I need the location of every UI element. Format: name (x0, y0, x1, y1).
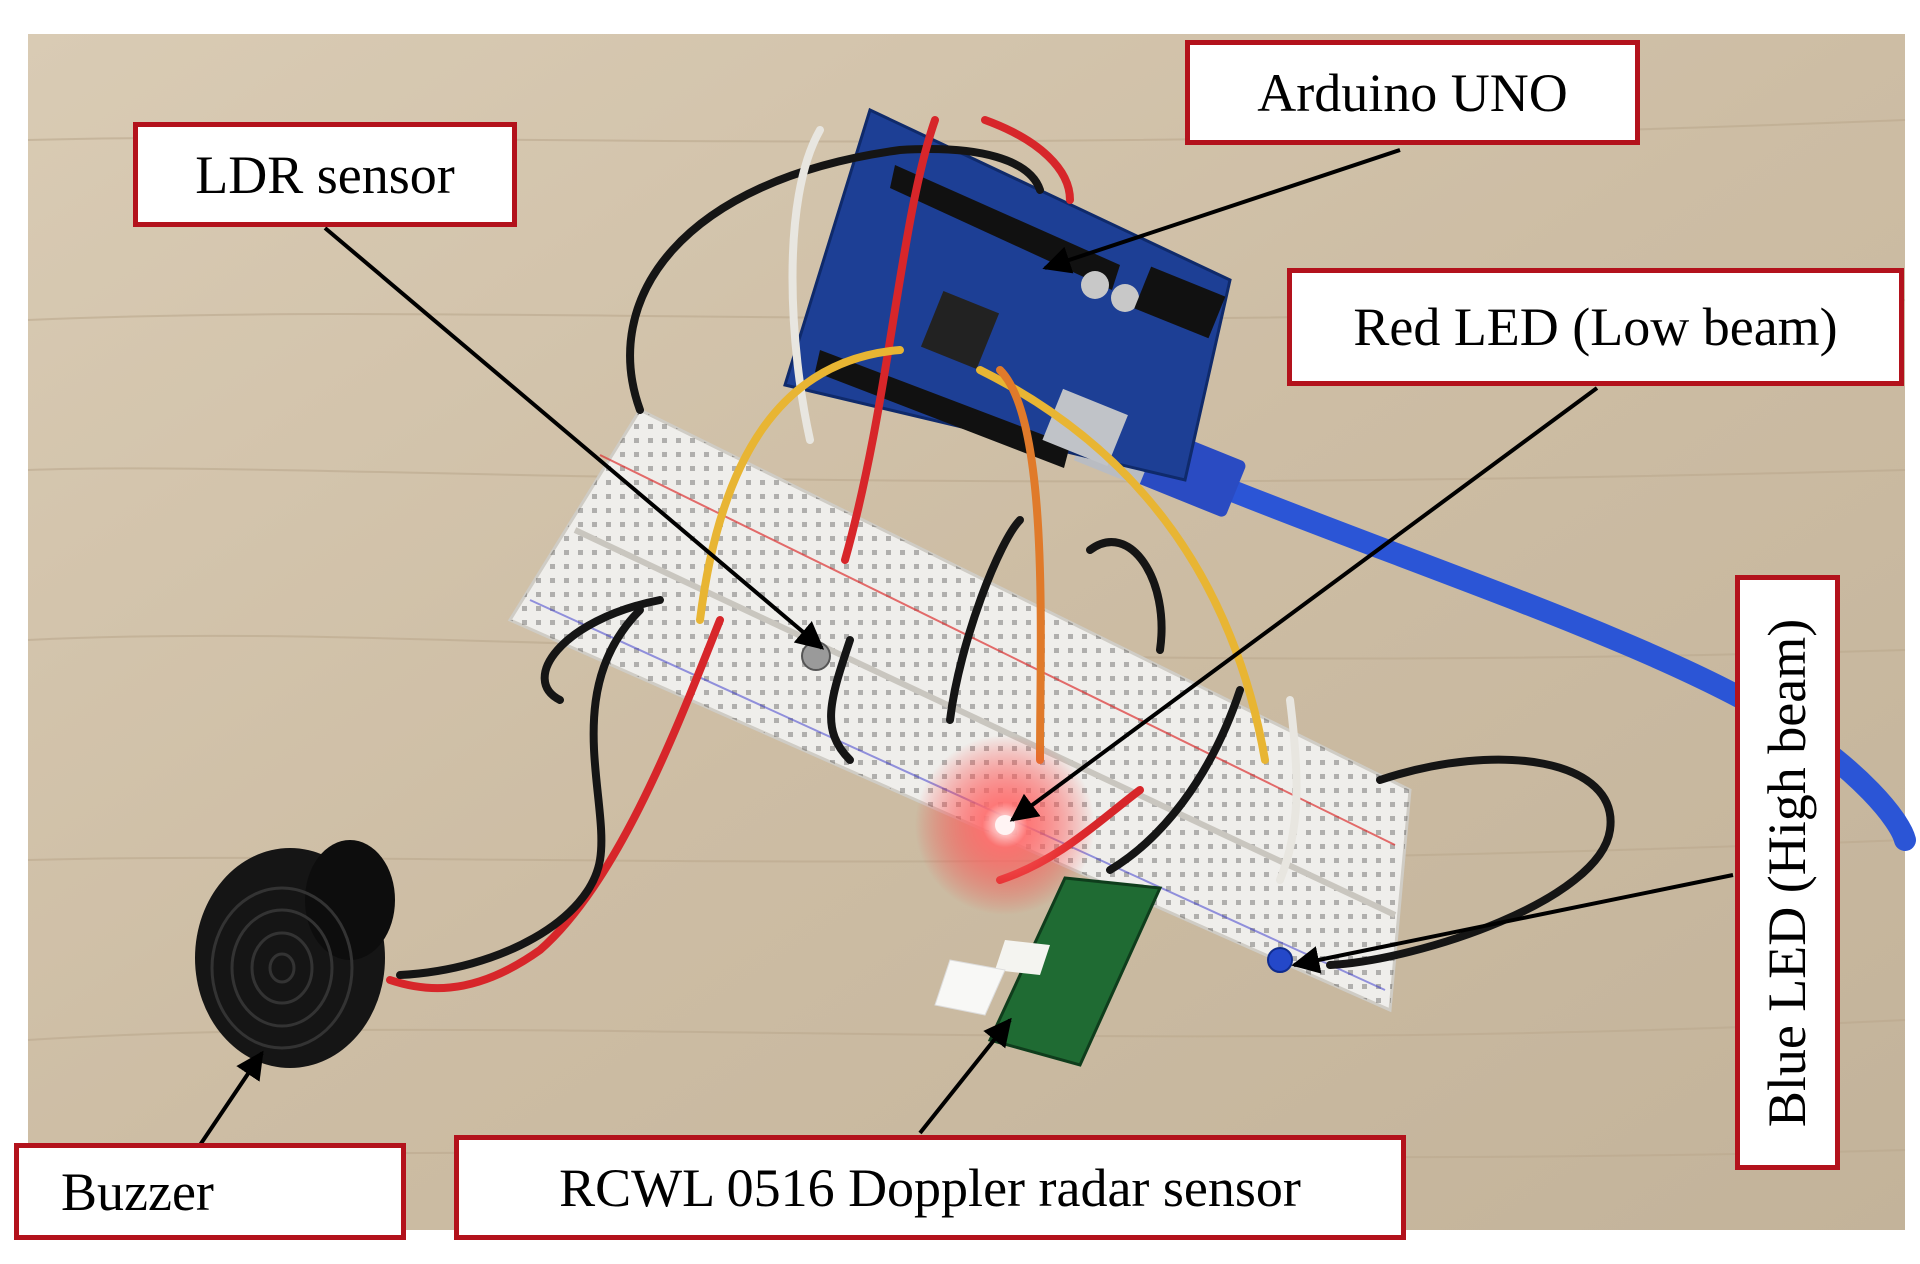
annotation-arrows (198, 148, 1734, 1147)
ldr-component (801, 641, 831, 671)
arrow-buzzer (198, 1050, 264, 1147)
arrow-blue-led (1291, 873, 1734, 974)
label-blue-led: Blue LED (High beam) (1735, 575, 1840, 1170)
arrow-arduino (1042, 148, 1401, 274)
label-ldr-sensor: LDR sensor (133, 122, 517, 227)
label-blue-led-text: Blue LED (High beam) (1757, 618, 1818, 1127)
label-radar-sensor: RCWL 0516 Doppler radar sensor (454, 1135, 1406, 1240)
label-arduino-uno: Arduino UNO (1185, 40, 1640, 145)
usb-cable (1169, 459, 1916, 851)
blue-led (1267, 947, 1293, 973)
label-buzzer: Buzzer (14, 1143, 406, 1240)
arduino-board (783, 107, 1232, 482)
radar-sensor-pcb (934, 876, 1163, 1067)
jumper-wires (386, 116, 1615, 993)
arrow-radar (918, 1017, 1012, 1135)
arrow-red-led (1009, 386, 1599, 822)
arrow-ldr (323, 226, 825, 650)
label-red-led: Red LED (Low beam) (1287, 268, 1904, 386)
buzzer-component (195, 840, 395, 1068)
